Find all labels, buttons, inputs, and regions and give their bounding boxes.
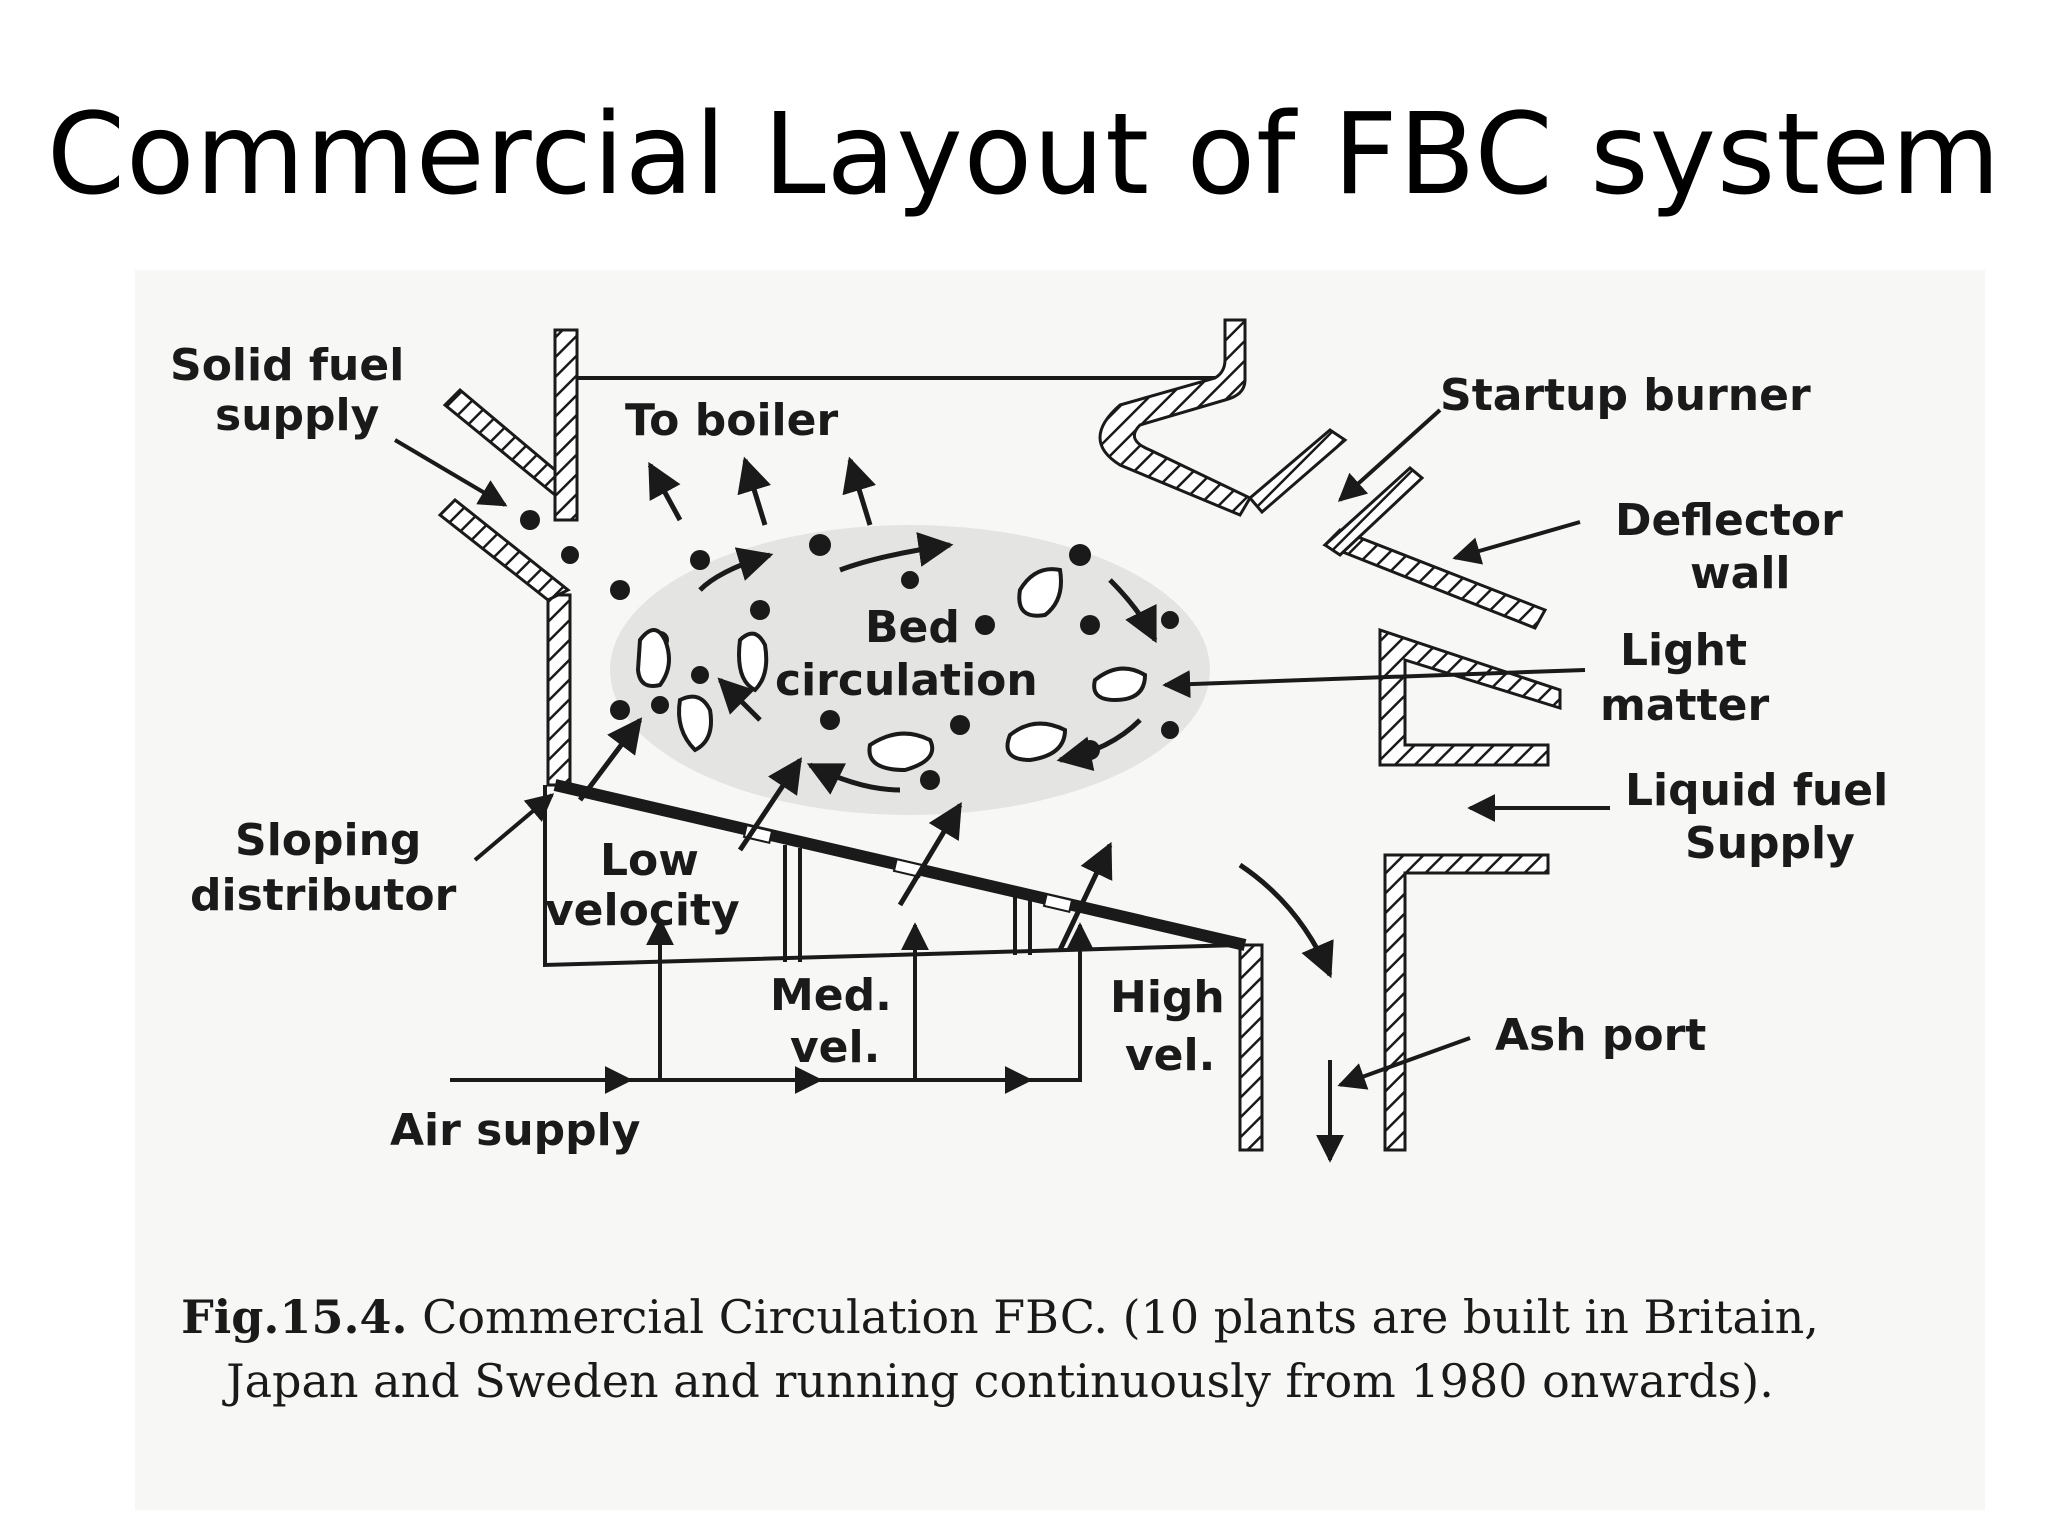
rise-arrow-1 bbox=[578, 717, 643, 802]
left-wall-lower bbox=[546, 593, 572, 787]
ash-chute-wall bbox=[1238, 943, 1264, 1152]
label-air-supply: Air supply bbox=[390, 1105, 640, 1156]
label-low-1: Low bbox=[600, 835, 699, 886]
label-liquid-1: Liquid fuel bbox=[1625, 765, 1888, 816]
caption-text: Commercial Circulation FBC. (10 plants a… bbox=[226, 1290, 1819, 1408]
boiler-arrow-3 bbox=[842, 456, 876, 526]
boiler-arrow-2 bbox=[737, 456, 771, 526]
figure-panel bbox=[135, 270, 1985, 1510]
label-med-2: vel. bbox=[790, 1022, 880, 1073]
label-to-boiler: To boiler bbox=[625, 395, 838, 446]
startup-burner-duct bbox=[1247, 428, 1348, 515]
plenum-box bbox=[543, 785, 1241, 968]
label-sloping-2: distributor bbox=[190, 870, 457, 921]
label-bed-2: circulation bbox=[775, 655, 1038, 706]
deflector-tip bbox=[1322, 466, 1425, 557]
label-high-2: vel. bbox=[1125, 1030, 1215, 1081]
rise-arrow-2 bbox=[737, 757, 803, 852]
rise-arrow-4 bbox=[1057, 841, 1113, 952]
sloping-leader bbox=[473, 793, 555, 862]
deflector-leader bbox=[1452, 520, 1581, 565]
label-deflector-2: wall bbox=[1690, 548, 1791, 599]
label-light-1: Light bbox=[1620, 625, 1747, 676]
label-sloping-1: Sloping bbox=[235, 815, 421, 866]
circ-arrow-3 bbox=[1108, 578, 1158, 644]
light-matter-bracket bbox=[1378, 627, 1562, 767]
circ-arrow-4 bbox=[1056, 718, 1142, 771]
label-bed-1: Bed bbox=[865, 602, 960, 653]
nozzle-3 bbox=[1042, 893, 1074, 913]
label-low-2: velocity bbox=[545, 885, 740, 936]
rise-arrow-3 bbox=[897, 801, 963, 907]
label-light-2: matter bbox=[1600, 680, 1769, 731]
circ-arrow-1 bbox=[698, 547, 774, 592]
ash-flow-arrow bbox=[1238, 862, 1334, 979]
label-solid-fuel-1: Solid fuel bbox=[170, 340, 404, 391]
label-liquid-2: Supply bbox=[1685, 818, 1855, 869]
figure-caption: Fig.15.4. Commercial Circulation FBC. (1… bbox=[175, 1285, 1825, 1413]
left-wall-upper bbox=[553, 328, 579, 522]
solid-fuel-leader bbox=[393, 438, 508, 507]
startup-burner-leader bbox=[1337, 408, 1442, 502]
label-solid-fuel-2: supply bbox=[215, 390, 379, 441]
boiler-arrow-1 bbox=[647, 461, 683, 522]
circ-arrow-6 bbox=[717, 677, 762, 722]
caption-figure-number: Fig.15.4. bbox=[181, 1290, 408, 1344]
label-startup-burner: Startup burner bbox=[1440, 370, 1811, 421]
circ-arrow-5 bbox=[806, 762, 901, 795]
light-matter-leader bbox=[1162, 668, 1586, 699]
label-high-1: High bbox=[1110, 972, 1225, 1023]
label-med-1: Med. bbox=[770, 970, 892, 1021]
fuel-chute-upper bbox=[442, 387, 557, 499]
label-ash-port: Ash port bbox=[1495, 1010, 1706, 1061]
circ-arrow-2 bbox=[839, 532, 954, 573]
liquid-fuel-bracket bbox=[1383, 853, 1550, 1152]
top-right-duct bbox=[1098, 318, 1253, 517]
deflector-wall bbox=[1322, 528, 1548, 630]
slide-title: Commercial Layout of FBC system bbox=[46, 90, 2002, 220]
ash-port-leader bbox=[1337, 1036, 1471, 1090]
fuel-chute-lower bbox=[437, 497, 571, 602]
label-deflector-1: Deflector bbox=[1615, 495, 1843, 546]
